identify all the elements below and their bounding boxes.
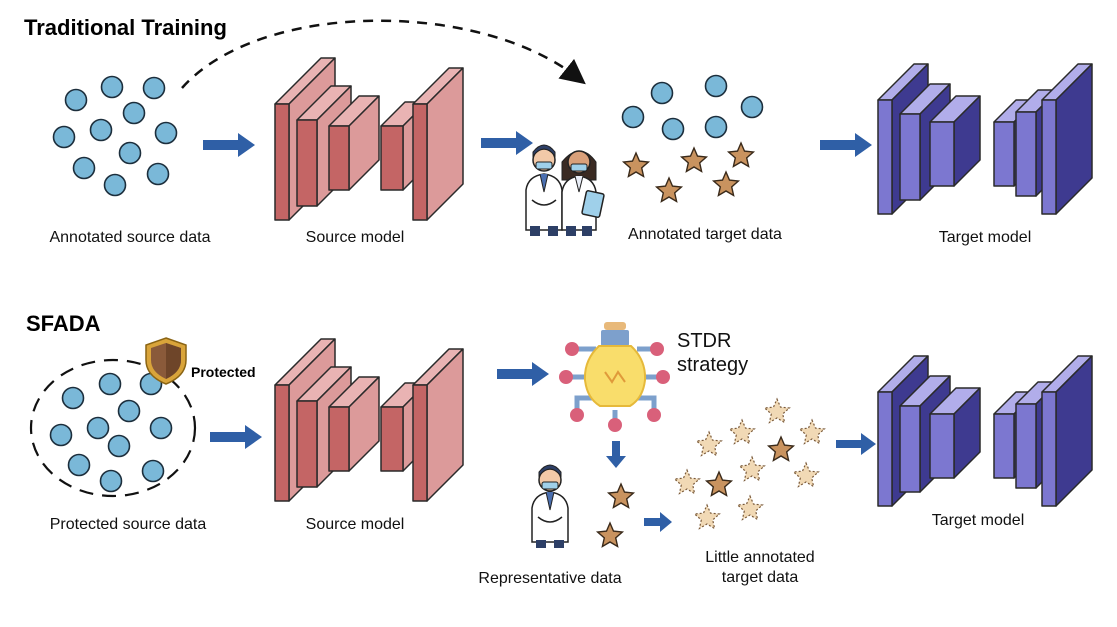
flow-arrow-down — [606, 441, 626, 468]
star-icon — [738, 455, 766, 482]
annotated-source-data-label: Annotated source data — [49, 229, 211, 246]
protected-source-data-label: Protected source data — [49, 516, 207, 533]
flow-arrow — [644, 512, 672, 532]
flow-arrow — [497, 362, 549, 386]
protected-source-data-cluster — [49, 372, 173, 493]
source-model-label: Source model — [305, 229, 405, 246]
source-model-icon — [274, 57, 464, 221]
sfada-title: SFADA — [26, 311, 101, 336]
protection-boundary — [29, 358, 197, 498]
target-model-icon — [877, 63, 1093, 215]
star-icon — [711, 170, 741, 197]
star-icon — [736, 494, 764, 521]
source-model-icon — [274, 338, 464, 502]
star-icon — [798, 418, 826, 445]
star-icon — [766, 435, 796, 462]
representative-data-stars — [595, 482, 636, 548]
little-annotated-target-data-label: Little annotated target data — [680, 548, 840, 588]
flow-arrow — [836, 433, 876, 455]
star-icon — [673, 468, 701, 495]
protected-label: Protected — [191, 364, 256, 380]
star-icon — [704, 470, 734, 497]
clinician-icon — [531, 464, 569, 548]
stdr-label-line2: strategy — [677, 354, 749, 376]
star-icon — [763, 397, 791, 424]
little-label-line1: Little annotated — [705, 549, 815, 566]
stdr-label-line1: STDR — [677, 330, 732, 352]
star-icon — [621, 151, 651, 178]
clinicians-icon — [525, 144, 605, 236]
star-icon — [693, 503, 721, 530]
star-icon — [792, 461, 820, 488]
star-icon — [595, 521, 625, 548]
shield-icon — [145, 337, 187, 385]
flow-arrow — [210, 425, 262, 449]
annotated-source-data-cluster — [52, 75, 178, 197]
star-icon — [728, 418, 756, 445]
dashed-transfer-arrow — [181, 19, 586, 89]
flow-arrow — [203, 133, 255, 157]
annotated-target-data-label: Annotated target data — [628, 226, 782, 243]
little-annotated-target-data-stars — [673, 397, 826, 530]
star-icon — [726, 141, 756, 168]
star-icon — [654, 176, 684, 203]
flow-arrow — [820, 133, 872, 157]
lightbulb-strategy-icon — [559, 322, 670, 432]
traditional-training-title: Traditional Training — [24, 15, 227, 40]
target-model-label: Target model — [931, 512, 1025, 529]
star-icon — [695, 430, 723, 457]
representative-data-label: Representative data — [478, 570, 622, 587]
source-model-label: Source model — [305, 516, 405, 533]
annotated-target-data-cluster — [621, 74, 764, 203]
star-icon — [679, 146, 709, 173]
target-model-icon — [877, 355, 1093, 507]
star-icon — [606, 482, 636, 509]
stdr-strategy-label: STDR strategy — [677, 329, 748, 377]
target-model-label: Target model — [938, 229, 1032, 246]
little-label-line2: target data — [721, 569, 799, 586]
flow-arrow — [481, 131, 533, 155]
